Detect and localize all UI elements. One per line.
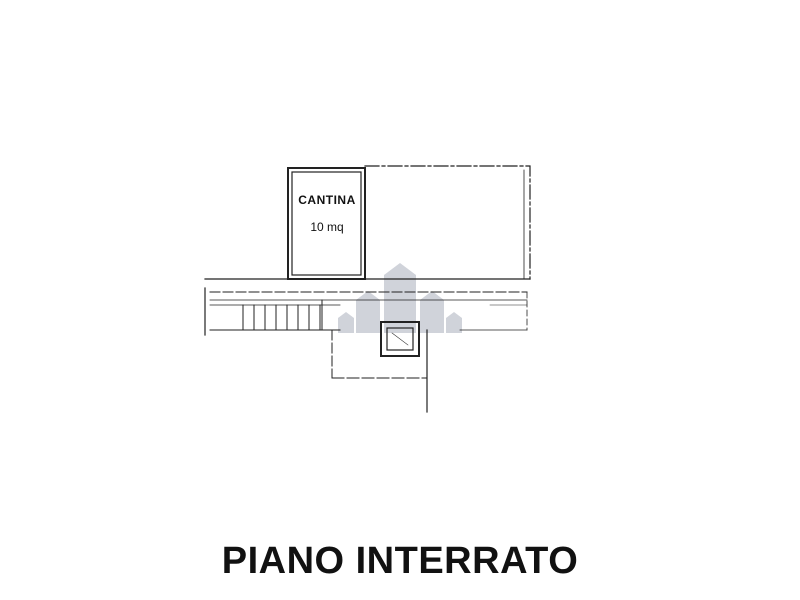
adjacent-area-outline: [364, 165, 531, 280]
house-logo-watermark: [338, 263, 462, 333]
stair-treads: [242, 304, 321, 331]
plan-lines: [204, 165, 531, 413]
room-name-label: CANTINA: [298, 193, 356, 207]
shaft-outer: [380, 321, 420, 357]
shaft-inner: [386, 327, 414, 351]
cantina-room-inner: [291, 171, 362, 276]
floor-title: PIANO INTERRATO: [221, 540, 579, 582]
room-area-label: 10 mq: [310, 220, 344, 234]
